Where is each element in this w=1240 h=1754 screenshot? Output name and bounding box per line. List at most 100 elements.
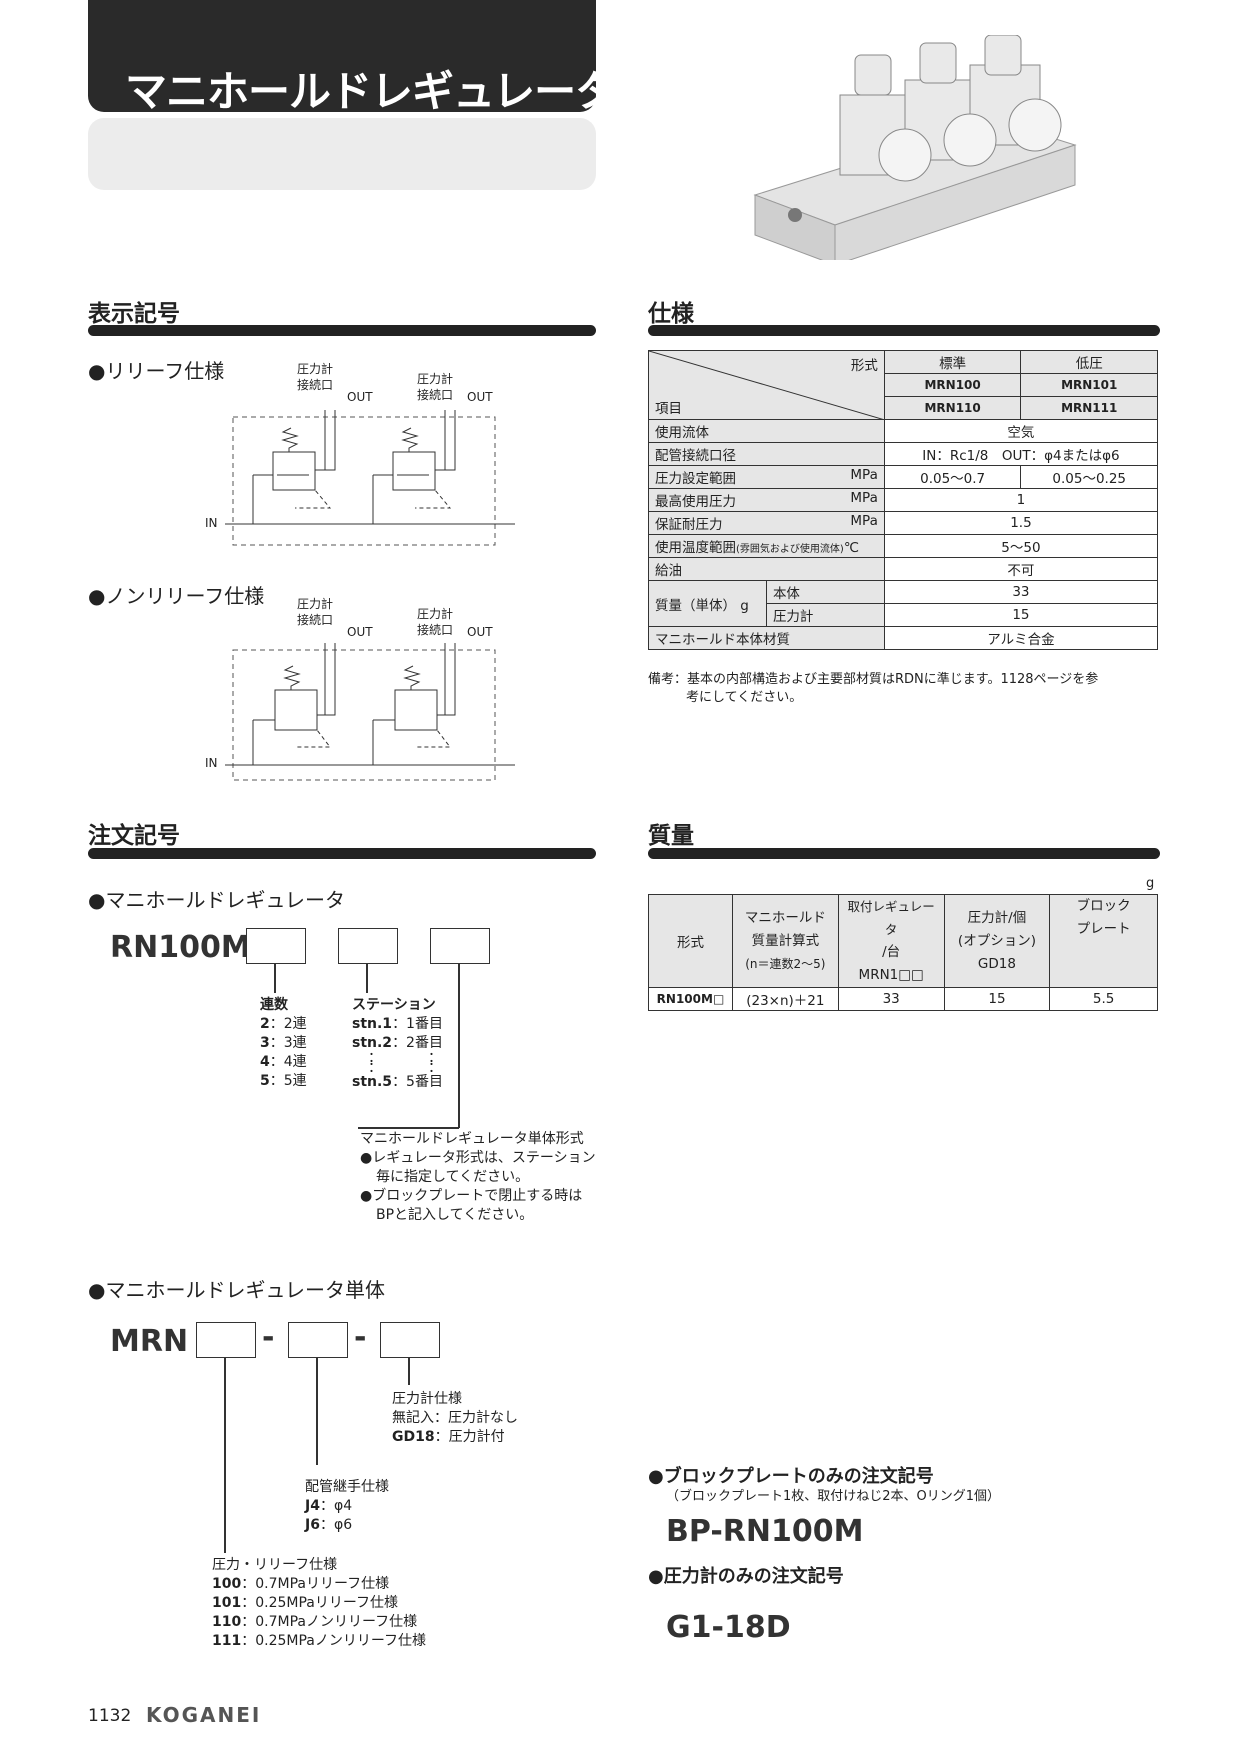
spec-note-1: 備考：基本の内部構造および主要部材質はRDNに準じます。1128ページを参 — [648, 672, 1099, 687]
spec-table: 形式 項目 標準 低圧 MRN100 MRN101 MRN110 MRN111 … — [648, 350, 1159, 650]
mass-heading: 質量 — [648, 823, 694, 849]
block-order-note: （ブロックプレート1枚、取付けねじ2本、Oリング1個） — [666, 1489, 1001, 1504]
j6-code: J6 — [305, 1517, 320, 1533]
p101-code: 101 — [212, 1595, 242, 1611]
spec-note-2: 考にしてください。 — [686, 690, 803, 705]
spec-port-label: 配管接続口径 — [648, 442, 885, 466]
unit-type-note-2: 毎に指定してください。 — [376, 1169, 530, 1185]
spec-mass-label-cell: 質量（単体） g — [648, 580, 767, 627]
order-unit-box — [430, 928, 490, 964]
stn1-code: stn.1 — [352, 1016, 393, 1032]
spec-col-low: 低圧 — [1020, 350, 1158, 374]
order-unit-leader-h — [358, 1127, 459, 1129]
spec-material-value: アルミ合金 — [883, 626, 1159, 650]
spec-fluid-label: 使用流体 — [648, 419, 885, 443]
order-unit-leader — [458, 963, 460, 1128]
gauge-spec-title: 圧力計仕様 — [392, 1391, 462, 1407]
subtitle-box — [88, 118, 596, 190]
spec-maxp-value: 1 — [883, 488, 1159, 512]
spec-range-label: 圧力設定範囲 — [655, 471, 736, 487]
st2-desc: ：2連 — [269, 1016, 307, 1032]
symbols-rule — [88, 325, 596, 336]
order-station-leader — [366, 963, 368, 993]
unit-type-note-3: ●ブロックプレートで閉止する時は — [360, 1188, 583, 1204]
spec-row-port: 配管接続口径 IN：Rc1/8 OUT：φ4またはφ6 — [648, 442, 1159, 466]
mass-h-gauge-2: (オプション) — [957, 932, 1036, 949]
gauge-gd-code: GD18 — [392, 1429, 435, 1445]
symbols-heading: 表示記号 — [88, 301, 180, 327]
mass-h-block-1: ブロック — [1076, 898, 1131, 914]
station-dots: ：： — [352, 1051, 443, 1065]
spec-rule — [648, 325, 1160, 336]
spec-lub-label: 給油 — [648, 557, 885, 581]
fitting-legend: 配管継手仕様 J4：φ4 J6：φ6 — [305, 1478, 389, 1535]
unit-gauge-box — [380, 1322, 440, 1358]
unit-press-leader — [224, 1357, 226, 1553]
mass-r-model: RN100M□ — [648, 987, 733, 1011]
mass-h-gauge: 圧力計/個(オプション)GD18 — [943, 894, 1051, 988]
mass-rule — [648, 848, 1160, 859]
mass-h-reg-2: /台 — [882, 944, 901, 960]
nonrelief-port-label-1: 接続口 — [297, 613, 334, 627]
spec-port-value: IN：Rc1/8 OUT：φ4またはφ6 — [883, 442, 1159, 466]
unit-fitting-leader — [316, 1357, 318, 1465]
spec-row-lub: 給油 不可 — [648, 557, 1159, 581]
nonrelief-out-label-1: OUT — [347, 625, 373, 639]
p101-desc: ：0.25MPaリリーフ仕様 — [241, 1595, 399, 1611]
unit-type-note-1: ●レギュレータ形式は、ステーション — [360, 1150, 596, 1166]
order-stations-leader — [274, 963, 276, 993]
mass-unit: g — [1146, 876, 1155, 891]
stn5-code: stn.5 — [352, 1074, 393, 1090]
relief-port-label-2: 接続口 — [417, 388, 454, 402]
page-number: 1132 — [88, 1706, 132, 1726]
mass-h-calc-3: (n＝連数2〜5) — [745, 956, 826, 971]
title-bar — [88, 0, 596, 112]
spec-maxp-label: 最高使用圧力 — [655, 494, 736, 510]
st4-code: 4 — [260, 1054, 270, 1070]
st3-desc: ：3連 — [269, 1035, 307, 1051]
spec-mass-label: 質量（単体） — [655, 597, 736, 614]
spec-material-label: マニホールド本体材質 — [648, 626, 885, 650]
unit-press-box — [196, 1322, 256, 1358]
unit-dash-2: - — [354, 1320, 367, 1355]
unit-gauge-leader — [408, 1357, 410, 1385]
st5-desc: ：5連 — [269, 1073, 307, 1089]
spec-header-row-1: 形式 項目 標準 低圧 — [648, 350, 1158, 420]
brand-logo: KOGANEI — [146, 1703, 262, 1727]
spec-std-model-1: MRN100 — [883, 373, 1022, 397]
st2-code: 2 — [260, 1016, 270, 1032]
mass-h-model: 形式 — [648, 894, 733, 988]
spec-mass-body-label: 本体 — [765, 580, 885, 604]
p100-desc: ：0.7MPaリリーフ仕様 — [241, 1576, 390, 1592]
spec-temp-unit: ℃ — [843, 540, 859, 556]
p111-code: 111 — [212, 1633, 242, 1649]
stations-legend: 連数 2：2連 3：3連 4：4連 5：5連 — [260, 996, 307, 1091]
order-unit-code: MRN — [110, 1324, 189, 1359]
spec-low-model-2: MRN111 — [1020, 396, 1158, 420]
p111-desc: ：0.25MPaノンリリーフ仕様 — [241, 1633, 427, 1649]
relief-in-label: IN — [205, 516, 218, 530]
unit-type-legend: マニホールドレギュレータ単体形式 ●レギュレータ形式は、ステーション 毎に指定し… — [360, 1130, 596, 1225]
station-legend: ステーション stn.1：1番目 stn.2：2番目 ：： ：： stn.5：5… — [352, 996, 443, 1092]
mass-h-gauge-1: 圧力計/個 — [967, 909, 1027, 926]
mass-r-gauge: 15 — [943, 987, 1051, 1011]
spec-std-model-2: MRN110 — [883, 396, 1022, 420]
nonrelief-gauge-label-2: 圧力計 — [417, 607, 454, 621]
spec-proof-value: 1.5 — [883, 511, 1159, 535]
nonrelief-gauge-label-1: 圧力計 — [297, 597, 334, 611]
fitting-title: 配管継手仕様 — [305, 1479, 389, 1495]
j4-code: J4 — [305, 1498, 320, 1514]
p100-code: 100 — [212, 1576, 242, 1592]
spec-row-mass-gauge: 圧力計 15 — [649, 603, 1159, 627]
relief-out-label-1: OUT — [347, 390, 373, 404]
press-title: 圧力・リリーフ仕様 — [212, 1557, 338, 1573]
mass-h-block: ブロックプレート — [1049, 894, 1158, 988]
mass-h-block-2: プレート — [1076, 921, 1131, 937]
station-dots-3: ： — [368, 1060, 382, 1076]
press-legend: 圧力・リリーフ仕様 100：0.7MPaリリーフ仕様 101：0.25MPaリリ… — [212, 1556, 426, 1651]
j6-desc: ：φ6 — [319, 1517, 353, 1533]
